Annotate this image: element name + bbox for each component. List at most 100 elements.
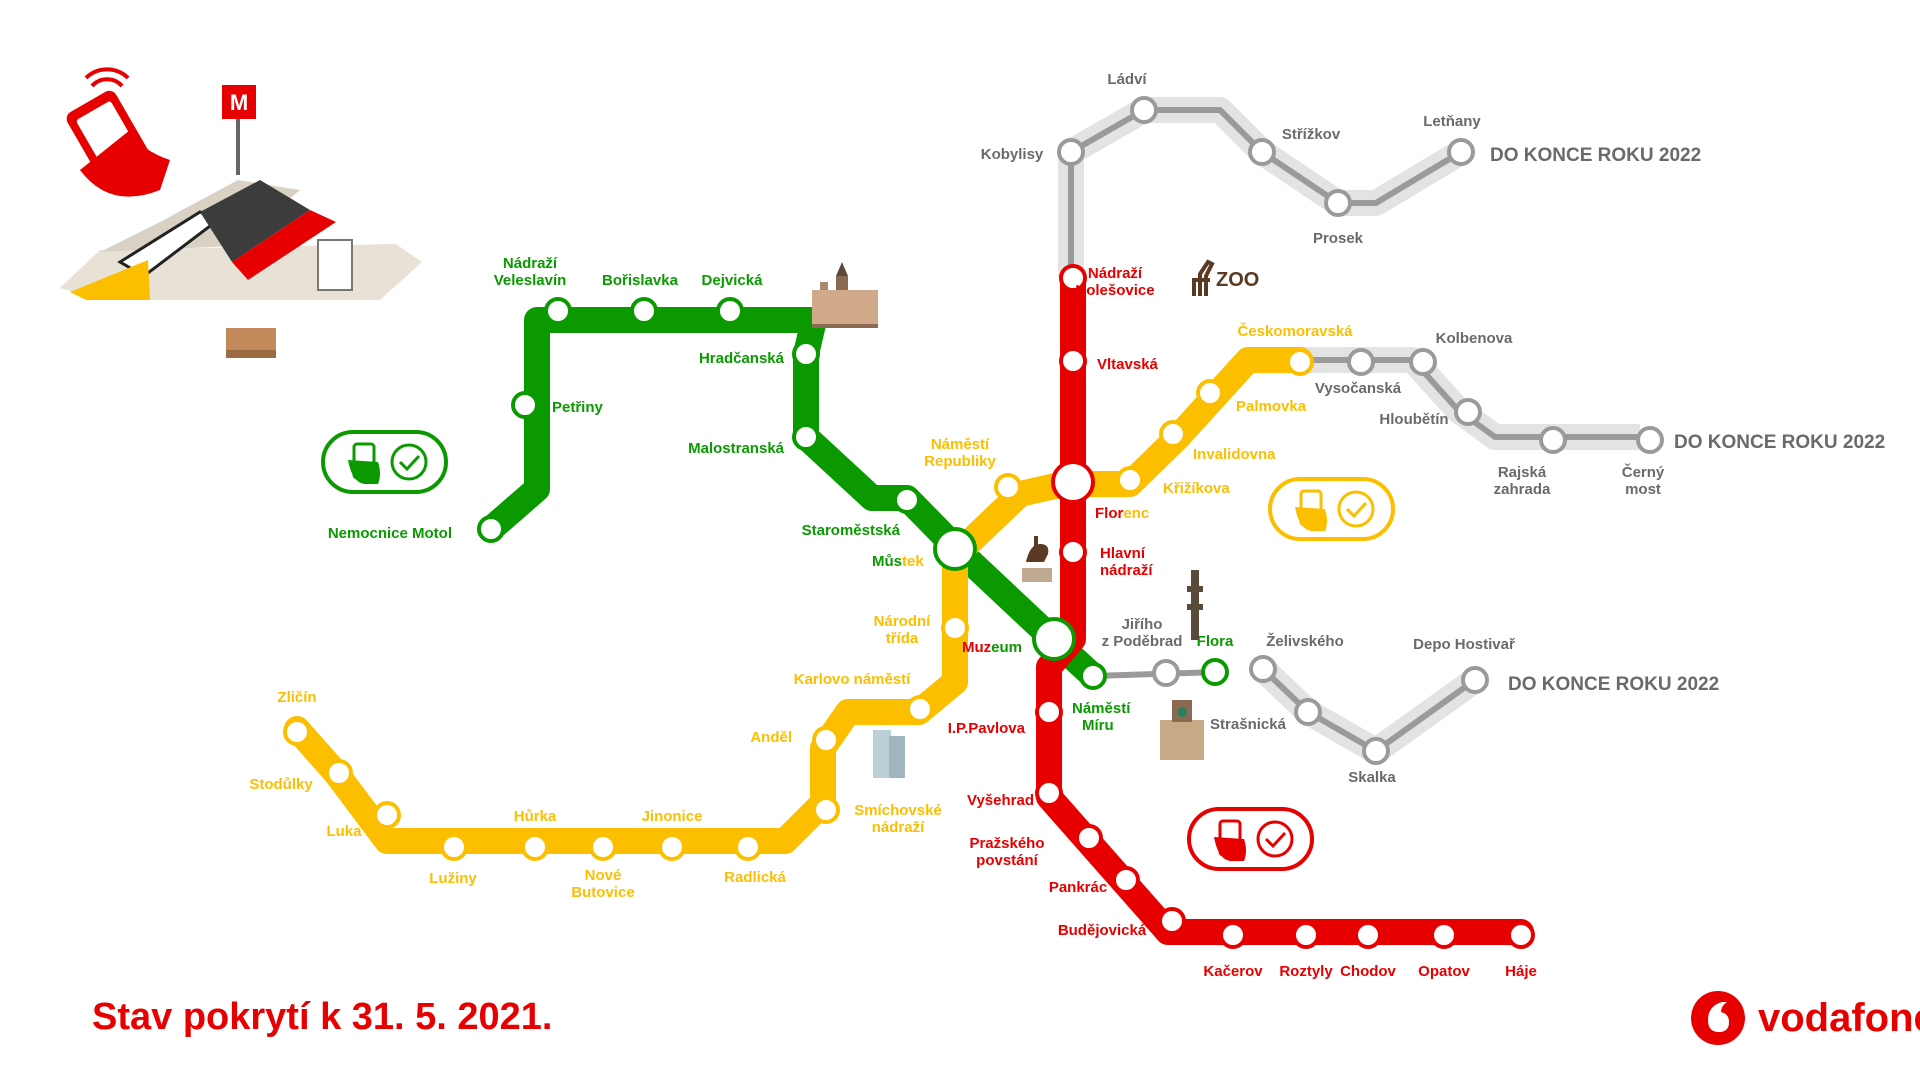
label-krizikova: Křižíkova bbox=[1163, 480, 1230, 497]
giraffe-zoo-icon: ZOO bbox=[1192, 259, 1259, 296]
label-florenc: Florenc bbox=[1095, 505, 1149, 522]
label-radlicka: Radlická bbox=[724, 869, 786, 886]
statue-landmark-icon bbox=[1022, 536, 1052, 582]
coverage-badge-yellow bbox=[1268, 477, 1395, 541]
station-dejvicka bbox=[716, 297, 744, 325]
label-opatov: Opatov bbox=[1418, 963, 1470, 980]
dancing-house-landmark-icon bbox=[873, 730, 905, 778]
label-vysehrad: Vyšehrad bbox=[967, 792, 1034, 809]
station-luka bbox=[373, 801, 401, 829]
label-dejvicka: Dejvická bbox=[702, 272, 764, 289]
label-nadrazi-veleslavin-1: Nádraží bbox=[503, 255, 558, 272]
label-jiriho-1: Jiřího bbox=[1122, 616, 1163, 633]
label-depo-hostivar: Depo Hostivař bbox=[1413, 636, 1515, 653]
station-strizkov bbox=[1248, 138, 1276, 166]
label-ladvi: Ládví bbox=[1107, 71, 1147, 88]
station-vltavska bbox=[1059, 347, 1087, 375]
vodafone-logo: vodafone bbox=[1690, 990, 1920, 1046]
future-label-north: DO KONCE ROKU 2022 bbox=[1490, 145, 1701, 166]
station-roztyly bbox=[1292, 921, 1320, 949]
station-vysehrad bbox=[1035, 779, 1063, 807]
station-haje bbox=[1507, 921, 1535, 949]
label-nove-1: Nové bbox=[585, 867, 622, 884]
station-hurka bbox=[521, 833, 549, 861]
station-narodni-trida bbox=[941, 614, 969, 642]
label-karlovo: Karlovo náměstí bbox=[794, 671, 912, 688]
zoo-label: ZOO bbox=[1216, 269, 1259, 291]
brand-name: vodafone bbox=[1758, 995, 1920, 1040]
label-vysocanska: Vysočanská bbox=[1315, 380, 1402, 397]
station-malostranska bbox=[792, 423, 820, 451]
station-smichovske-nadrazi bbox=[812, 796, 840, 824]
label-strizkov: Střížkov bbox=[1282, 126, 1341, 143]
station-ceskomoravska bbox=[1286, 348, 1314, 376]
stations bbox=[283, 96, 1664, 949]
label-pankrac: Pankrác bbox=[1049, 879, 1107, 896]
label-hradcanska: Hradčanská bbox=[699, 350, 785, 367]
label-kolbenova: Kolbenova bbox=[1436, 330, 1513, 347]
label-chodov: Chodov bbox=[1340, 963, 1396, 980]
station-rajska-zahrada bbox=[1539, 426, 1567, 454]
label-ceskomoravska: Českomoravská bbox=[1237, 322, 1353, 340]
station-kobylisy bbox=[1057, 138, 1085, 166]
station-opatov bbox=[1430, 921, 1458, 949]
label-petriny: Petřiny bbox=[552, 399, 604, 416]
station-namesti-republiky bbox=[994, 473, 1022, 501]
svg-text:M: M bbox=[230, 90, 248, 115]
label-rajska-2: zahrada bbox=[1494, 481, 1551, 498]
label-smichov-2: nádraží bbox=[872, 819, 925, 836]
station-petriny bbox=[511, 391, 539, 419]
label-muzeum: Muzeum bbox=[962, 639, 1022, 656]
station-kacerov bbox=[1219, 921, 1247, 949]
label-kacerov: Kačerov bbox=[1203, 963, 1263, 980]
station-karlovo-namesti bbox=[906, 695, 934, 723]
station-nadrazi-veleslavin bbox=[544, 297, 572, 325]
label-namesti-miru-1: Náměstí bbox=[1072, 700, 1131, 717]
station-flora bbox=[1201, 658, 1229, 686]
station-radlicka bbox=[734, 833, 762, 861]
station-chodov bbox=[1354, 921, 1382, 949]
label-povstani-2: povstání bbox=[976, 852, 1039, 869]
station-borislavka bbox=[630, 297, 658, 325]
station-budejovicka bbox=[1158, 907, 1186, 935]
station-depo-hostivar bbox=[1461, 666, 1489, 694]
station-skalka bbox=[1362, 737, 1390, 765]
future-label-southeast: DO KONCE ROKU 2022 bbox=[1508, 674, 1719, 695]
label-roztyly: Roztyly bbox=[1279, 963, 1333, 980]
castle-landmark-icon bbox=[812, 262, 878, 328]
station-namesti-miru bbox=[1079, 662, 1107, 690]
station-strasnicka bbox=[1294, 698, 1322, 726]
label-jiriho-2: z Poděbrad bbox=[1102, 633, 1183, 650]
label-zlicin: Zličín bbox=[277, 689, 316, 706]
label-vltavska: Vltavská bbox=[1097, 356, 1159, 373]
label-jinonice: Jinonice bbox=[642, 808, 703, 825]
label-nemocnice-motol: Nemocnice Motol bbox=[328, 525, 452, 542]
phone-wifi-illustration bbox=[66, 67, 170, 197]
station-prosek bbox=[1324, 189, 1352, 217]
station-hradcanska bbox=[792, 340, 820, 368]
station-zlicin bbox=[283, 718, 311, 746]
station-nemocnice-motol bbox=[477, 515, 505, 543]
label-hlavni-1: Hlavní bbox=[1100, 545, 1146, 562]
station-hloubetin bbox=[1454, 398, 1482, 426]
label-narodni-1: Národní bbox=[874, 613, 932, 630]
label-zelivskeho: Želivského bbox=[1266, 632, 1344, 650]
label-mustek: Můstek bbox=[872, 553, 924, 570]
station-kolbenova bbox=[1409, 348, 1437, 376]
label-borislavka: Bořislavka bbox=[602, 272, 679, 289]
station-andel bbox=[812, 726, 840, 754]
station-pankrac bbox=[1112, 866, 1140, 894]
label-palmovka: Palmovka bbox=[1236, 398, 1307, 415]
label-skalka: Skalka bbox=[1348, 769, 1396, 786]
phone-hand-icon bbox=[1214, 819, 1246, 861]
coverage-badge-green bbox=[321, 430, 448, 494]
label-hlavni-2: nádraží bbox=[1100, 562, 1153, 579]
label-luziny: Lužiny bbox=[429, 870, 477, 887]
escalator-illustration: M bbox=[60, 85, 422, 358]
check-icon bbox=[1256, 820, 1294, 858]
station-jinonice bbox=[658, 833, 686, 861]
label-nadrazi-veleslavin-2: Veleslavín bbox=[494, 272, 567, 289]
station-ip-pavlova bbox=[1035, 698, 1063, 726]
label-stodulky: Stodůlky bbox=[249, 776, 313, 793]
